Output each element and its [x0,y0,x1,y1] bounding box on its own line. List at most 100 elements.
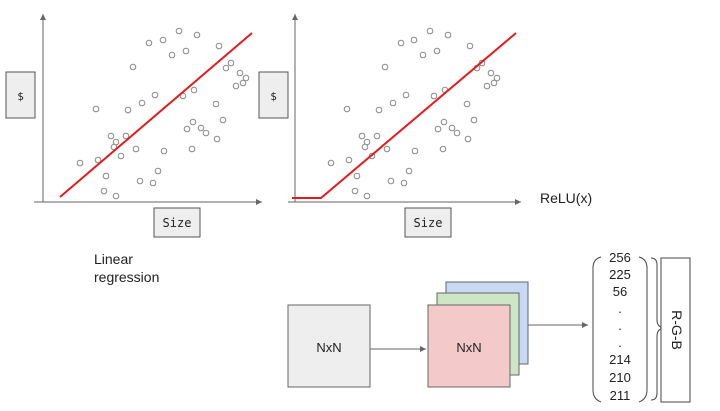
scatter-point [373,132,381,140]
scatter-point [175,27,183,35]
caption-regression: regression [94,269,159,285]
scatter-point [470,116,478,124]
scatter-point [189,118,197,126]
scatter-point [76,159,84,167]
right-y-label: $ [270,90,277,103]
vector-value: 225 [609,267,631,282]
vector-value: 214 [609,352,631,367]
scatter-point [92,105,100,113]
scatter-point [215,42,223,50]
left-y-label-box: $ [5,71,36,119]
scatter-point [227,59,235,67]
scatter-point [239,79,247,87]
scatter-point [343,105,351,113]
left-scatter-points [76,27,250,200]
scatter-point [389,99,397,107]
scatter-point [149,179,157,187]
scatter-point [100,187,108,195]
scatter-point [466,42,474,50]
scatter-point [151,91,159,99]
linear-regression-plot: $ Size Linear regression [5,14,262,285]
scatter-point [138,99,146,107]
right-x-label-box: Size [404,207,452,238]
output-square-label: NxN [456,340,481,355]
scatter-point [112,192,120,200]
scatter-point [351,187,359,195]
scatter-point [145,39,153,47]
scatter-point [117,152,125,160]
scatter-point [444,31,452,39]
scatter-point [154,167,162,175]
scatter-point [487,69,495,77]
scatter-point [363,192,371,200]
scatter-point [183,125,191,133]
scatter-point [327,159,335,167]
vector-value: 210 [609,370,631,385]
scatter-point [405,167,413,175]
scatter-point [381,63,389,71]
scatter-point [94,156,102,164]
channel-red [427,304,511,388]
scatter-point [490,79,498,87]
scatter-point [124,106,132,114]
scatter-point [397,39,405,47]
image-to-vector-diagram: NxN NxN 256 225 56 . . . 214 210 211 R-G… [287,250,691,403]
relu-plot: $ Size ReLU(x) [258,14,592,238]
scatter-point [222,64,230,72]
left-y-label: $ [17,90,24,103]
scatter-point [463,100,471,108]
scatter-point [426,27,434,35]
scatter-point [361,143,369,151]
scatter-point [236,69,244,77]
scatter-point [410,36,418,44]
scatter-point [483,82,491,90]
linear-fit-line [59,32,253,198]
scatter-point [387,177,395,185]
vector-dot: . [618,318,622,333]
scatter-point [136,177,144,185]
vector-value: 256 [609,250,631,265]
scatter-point [190,86,198,94]
scatter-point [159,36,167,44]
scatter-point [439,145,447,153]
scatter-point [345,156,353,164]
scatter-point [464,135,472,143]
scatter-point [493,74,501,82]
scatter-point [160,147,168,155]
vector-value: 56 [613,284,627,299]
vector-left-bracket [592,256,602,403]
right-x-label: Size [414,216,443,230]
scatter-point [232,82,240,90]
scatter-point [383,145,391,153]
scatter-point [430,92,438,100]
scatter-point [102,172,110,180]
scatter-point [182,47,190,55]
relu-label: ReLU(x) [540,190,592,206]
scatter-point [448,124,456,132]
input-square-label: NxN [316,340,341,355]
scatter-point [129,63,137,71]
scatter-point [132,145,140,153]
scatter-point [353,172,361,180]
scatter-point [375,106,383,114]
scatter-point [188,145,196,153]
scatter-point [419,51,427,59]
scatter-point [202,129,210,137]
rgb-label-box [660,257,691,403]
scatter-point [440,118,448,126]
scatter-point [453,129,461,137]
scatter-point [213,135,221,143]
scatter-point [402,91,410,99]
relu-fit-line [292,32,517,199]
scatter-point [242,74,250,82]
vector-dot: . [618,301,622,316]
vector-value: 211 [610,388,631,403]
right-y-label-box: $ [258,71,289,119]
vector-dot: . [618,335,622,350]
scatter-point [168,51,176,59]
scatter-point [193,31,201,39]
scatter-point [219,116,227,124]
scatter-point [197,124,205,132]
scatter-point [122,132,130,140]
